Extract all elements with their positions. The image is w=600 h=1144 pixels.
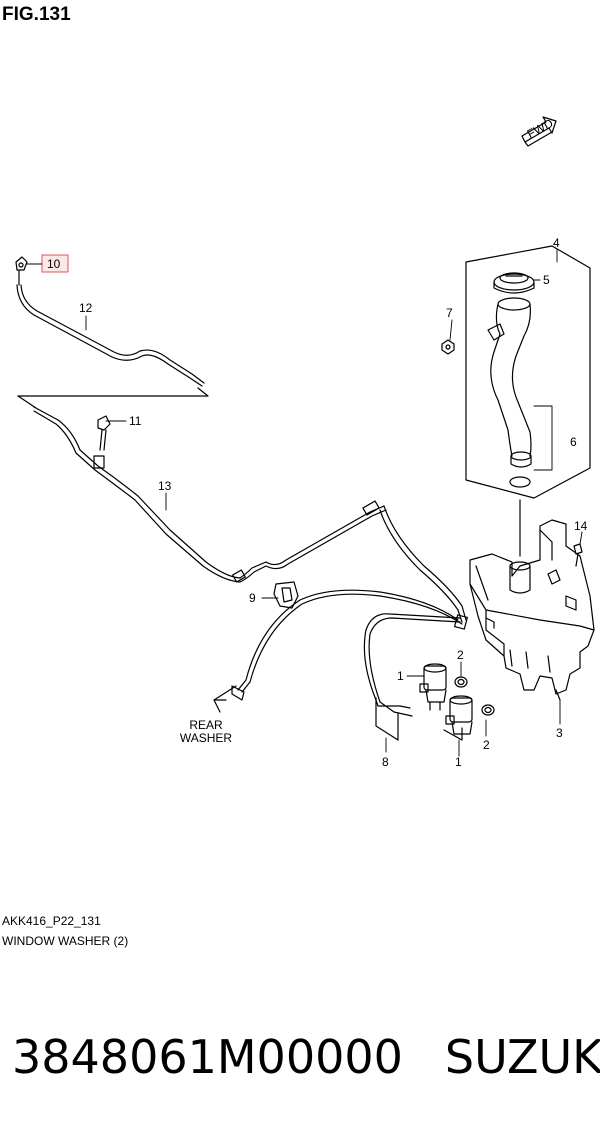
callout-3: 3	[556, 726, 563, 740]
grommet-lower	[481, 704, 495, 716]
callout-9: 9	[249, 591, 256, 605]
callout-6: 6	[570, 435, 577, 449]
callout-4: 4	[553, 236, 560, 250]
inlet-pipe-6	[487, 297, 532, 468]
callout-7: 7	[446, 306, 453, 320]
leader-lines	[26, 249, 583, 757]
figure-caption: WINDOW WASHER (2)	[2, 934, 129, 948]
o-ring-6	[509, 476, 531, 488]
pump-upper	[419, 663, 447, 711]
figure-code: AKK416_P22_131	[2, 914, 101, 928]
rear-washer-label-line1: REAR	[189, 718, 223, 732]
hose-rear	[213, 505, 468, 713]
fwd-arrow-icon: FWD	[521, 116, 557, 147]
callout-13: 13	[158, 479, 172, 493]
hose-12	[16, 270, 205, 387]
nut-7	[441, 339, 455, 355]
callout-12: 12	[79, 301, 93, 315]
washer-tank-3	[469, 519, 595, 701]
hose-13	[33, 406, 387, 583]
clip-9	[273, 581, 299, 609]
inlet-assembly-box	[465, 245, 591, 499]
callout-8: 8	[382, 755, 389, 769]
bolt-14	[573, 543, 583, 567]
part-number: 3848061M00000	[12, 1030, 403, 1084]
nozzle-11	[97, 415, 111, 451]
callout-1-upper: 1	[397, 669, 404, 683]
cut-line-b	[17, 395, 37, 409]
pump-lower	[443, 695, 473, 741]
callout-11: 11	[129, 414, 142, 428]
callout-10: 10	[47, 257, 61, 271]
hose-8	[363, 613, 461, 741]
parts-diagram: FWD	[15, 116, 595, 769]
grommet-upper	[454, 676, 468, 688]
cut-line	[17, 387, 209, 397]
brand-name: SUZUKI	[444, 1030, 600, 1084]
rear-washer-label-line2: WASHER	[180, 731, 233, 745]
nozzle-10	[15, 256, 28, 271]
cap-5	[493, 272, 535, 294]
callout-1-lower: 1	[455, 755, 462, 769]
callout-14: 14	[574, 519, 588, 533]
figure-title: FIG.131	[2, 4, 71, 25]
callout-10-highlight	[41, 254, 69, 273]
callout-2-upper: 2	[457, 648, 464, 662]
part-number-line: 3848061M00000 SUZUKI	[12, 1030, 600, 1084]
callout-5: 5	[543, 273, 550, 287]
callout-2-lower: 2	[483, 738, 490, 752]
